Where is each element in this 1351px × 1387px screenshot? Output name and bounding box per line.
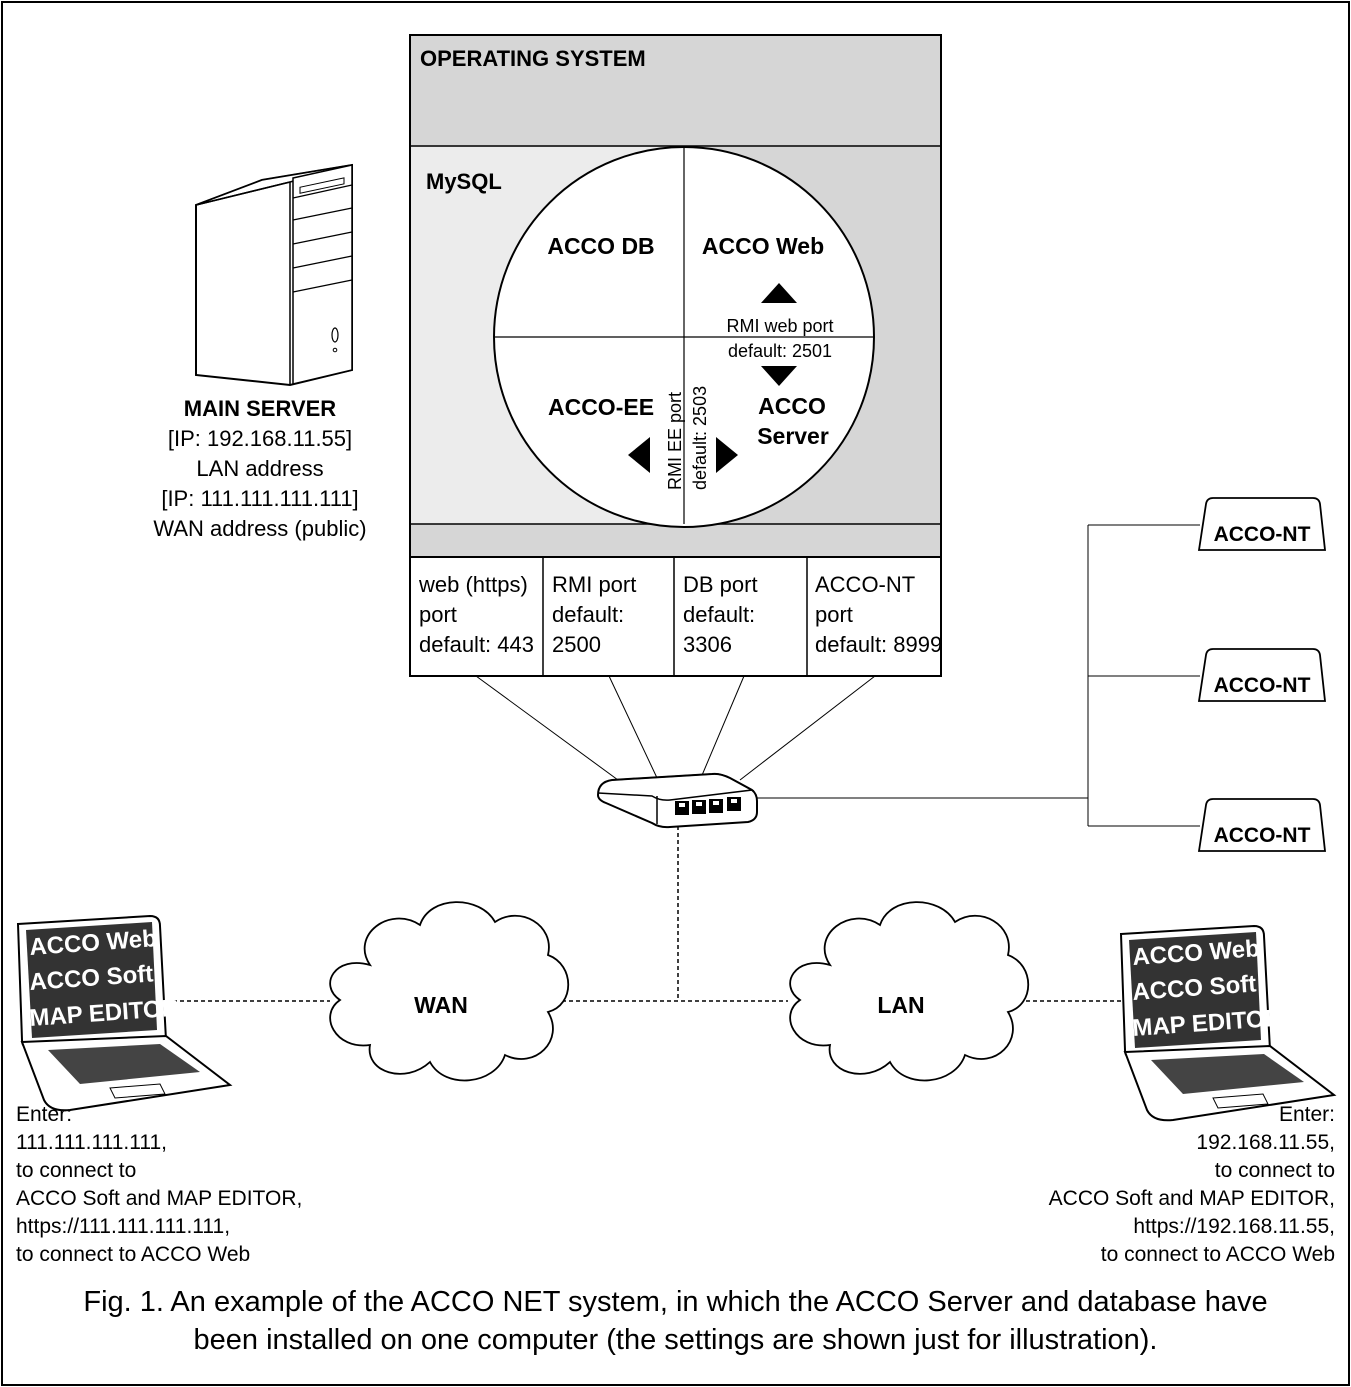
enter-instructions-lan: Enter: 192.168.11.55, to connect to ACCO… [1049,1101,1335,1269]
acco-server-label-2: Server [757,423,829,449]
wan-cloud-icon: WAN [329,901,570,1082]
figure-caption: Fig. 1. An example of the ACCO NET syste… [10,1283,1341,1359]
enter-instructions-wan: Enter: 111.111.111.111, to connect to AC… [16,1101,302,1269]
port-rmi: RMI port default: 2500 [552,570,636,660]
rmi-web-default-label: default: 2501 [728,341,832,361]
os-label: OPERATING SYSTEM [420,46,646,71]
port-db-line1: DB port [683,572,758,597]
main-server-title: MAIN SERVER [183,396,337,421]
port-web-line2: port [419,602,457,627]
enter-left-line3: to connect to [16,1159,137,1182]
enter-right-line4: ACCO Soft and MAP EDITOR, [1048,1187,1335,1210]
port-rmi-line1: RMI port [552,572,637,597]
acco-nt-controller-1: ACCO-NT [1197,497,1327,551]
mysql-label: MySQL [426,169,502,194]
caption-line1: Fig. 1. An example of the ACCO NET syste… [83,1286,1268,1318]
port-db-line2: default: [683,602,756,627]
rmi-ee-port-label: RMI EE port [665,392,685,490]
caption-line2: been installed on one computer (the sett… [193,1324,1158,1356]
link-port-1 [475,675,619,781]
wan-ip: [IP: 111.111.111.111] [161,486,359,511]
port-web-line3: default: 443 [419,632,534,657]
server-tower-icon [195,163,353,387]
laptop-right-icon: ACCO Web ACCO Soft MAP EDITOR [1119,924,1337,1122]
svg-text:WAN: WAN [414,992,468,1018]
port-rmi-line2: default: [552,602,625,627]
enter-right-line2: 192.168.11.55, [1196,1131,1335,1154]
port-nt-line2: port [815,602,853,627]
lan-cloud-icon: LAN [789,901,1030,1082]
lan-label: LAN address [196,456,324,481]
ports-table [409,556,942,677]
port-nt-line3: default: 8999 [815,632,943,657]
port-web: web (https) port default: 443 [419,570,534,660]
port-nt-line1: ACCO-NT [815,572,916,597]
link-port-3 [699,675,745,781]
port-web-line1: web (https) [419,572,528,597]
arrow-up-icon [761,283,797,303]
svg-text:LAN: LAN [877,992,924,1018]
acco-nt-controller-2: ACCO-NT [1197,648,1327,702]
port-rmi-line3: 2500 [552,632,601,657]
acco-nt-controller-3: ACCO-NT [1197,798,1327,852]
svg-text:ACCO-NT: ACCO-NT [1214,824,1311,847]
enter-right-line6: to connect to ACCO Web [1100,1243,1335,1266]
rmi-web-port-label: RMI web port [726,316,833,336]
enter-right-line5: https://192.168.11.55, [1133,1215,1335,1238]
arrow-down-icon [761,366,797,386]
port-acco-nt: ACCO-NT port default: 8999 [815,570,942,660]
enter-left-line5: https://111.111.111.111, [16,1215,231,1238]
port-db-line3: 3306 [683,632,732,657]
enter-left-line2: 111.111.111.111, [16,1131,168,1154]
acco-db-label: ACCO DB [547,233,654,259]
enter-right-line3: to connect to [1214,1159,1335,1182]
arrow-left-icon [628,437,650,473]
link-port-4 [739,675,876,781]
enter-right-line1: Enter: [1278,1103,1335,1126]
wan-label: WAN address (public) [153,516,367,541]
acco-server-label-1: ACCO [758,393,826,419]
arrow-right-icon [716,437,738,473]
main-server-info: MAIN SERVER [IP: 192.168.11.55] LAN addr… [110,394,410,544]
link-port-2 [608,675,659,781]
enter-left-line6: to connect to ACCO Web [16,1243,251,1266]
acco-ee-label: ACCO-EE [548,394,654,420]
acco-web-label: ACCO Web [702,233,824,259]
enter-left-line4: ACCO Soft and MAP EDITOR, [16,1187,303,1210]
laptop-left-icon: ACCO Web ACCO Soft MAP EDITOR [16,914,233,1112]
lan-ip: [IP: 192.168.11.55] [167,426,353,451]
rmi-ee-default-label: default: 2503 [690,386,710,490]
port-db: DB port default: 3306 [683,570,758,660]
network-switch-icon [596,772,758,829]
enter-left-line1: Enter: [16,1103,73,1126]
svg-text:ACCO-NT: ACCO-NT [1214,674,1311,697]
svg-text:ACCO-NT: ACCO-NT [1214,523,1311,546]
